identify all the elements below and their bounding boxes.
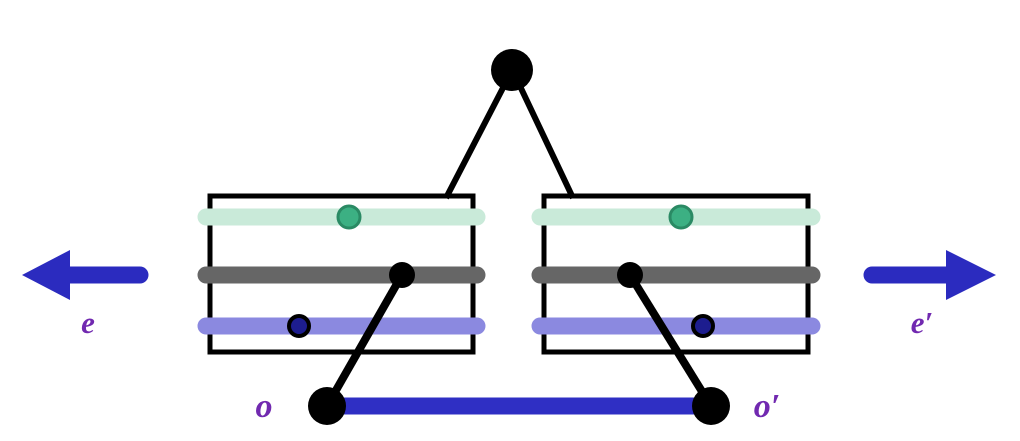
left-arrow-label: e [81,305,95,340]
right-track-segment [626,272,715,409]
bottom-left-node-label: o [256,388,273,425]
right-arrow-head [946,250,996,300]
bottom-left-node [308,387,346,425]
left-arrow-head [22,250,70,300]
right-track-hit-node [617,262,643,288]
apex-to-right-box-edge [516,82,576,200]
apex-to-left-box-edge [443,82,508,200]
right-detector-box [531,193,821,355]
left-track-hit-node [389,262,415,288]
apex-node [491,49,533,91]
left-arrow [22,250,149,300]
right-green-hit-dot [668,204,694,230]
bottom-right-node-label: o′ [754,388,781,425]
right-arrow [863,250,996,300]
left-track-segment [323,273,406,408]
left-detector-box [197,193,486,355]
left-navy-hit-dot [287,314,311,338]
left-green-hit-dot [336,204,362,230]
right-navy-hit-dot [691,314,715,338]
right-arrow-label: e′ [911,305,933,340]
bottom-right-node [692,387,730,425]
